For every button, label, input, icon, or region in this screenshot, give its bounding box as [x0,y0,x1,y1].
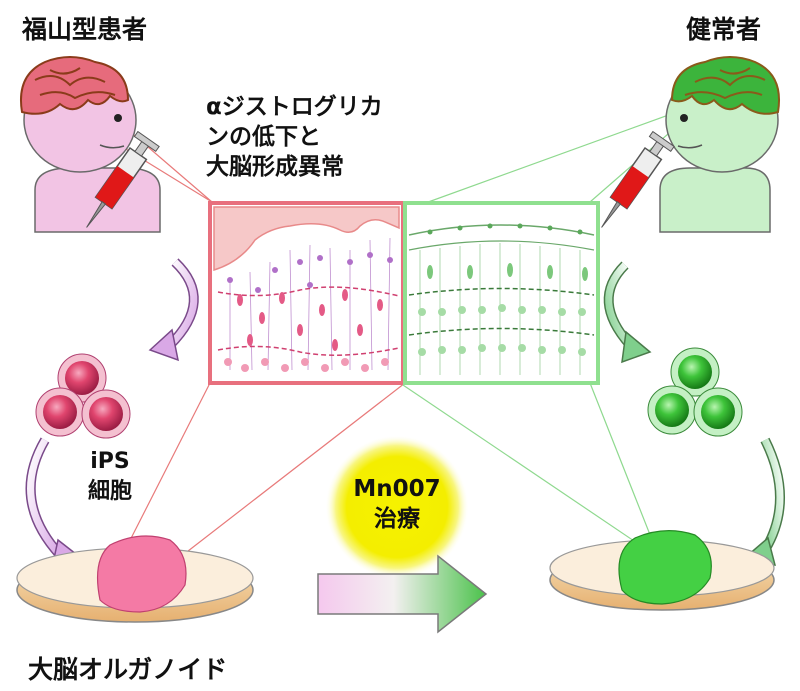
caption-line-2: ンの低下と [206,124,321,150]
healthy-eye [680,114,688,122]
patient-body [34,167,161,233]
arrow-healthy-to-ips [603,261,652,364]
organoid-dish-patient [16,535,254,623]
treatment-glow [325,435,469,579]
syringe-left-icon [86,130,160,228]
healthy-label: 健常者 [686,15,762,44]
organoid-dish-healthy [549,530,775,611]
healthy-body [659,167,771,233]
treatment-line-2: 治療 [374,506,420,532]
arrow-patient-to-ips [148,258,199,362]
healthy-brain-icon [670,56,780,115]
ips-label-line-1: iPS [90,449,130,474]
arrow-ips-to-organoid-right [738,437,785,566]
healthy-tissue-panel [403,201,600,385]
patient-figure [20,56,161,233]
ips-cells-healthy [647,347,743,437]
patient-tissue-panel [208,201,405,385]
healthy-figure [659,56,780,233]
treatment-line-1: Mn007 [353,476,441,502]
patient-brain-icon [20,56,130,115]
caption-line-3: 大脳形成異常 [206,154,344,180]
ips-cells-patient [35,353,131,439]
caption-line-1: αジストログリカ [206,94,383,120]
ips-label-line-2: 細胞 [87,479,132,504]
patient-eye [114,114,122,122]
treatment-arrow [317,554,488,634]
treatment-label: Mn007 治療 [324,444,470,570]
organoid-label: 大脳オルガノイド [28,655,228,684]
patient-label: 福山型患者 [22,15,148,44]
syringe-right-icon [601,130,675,228]
